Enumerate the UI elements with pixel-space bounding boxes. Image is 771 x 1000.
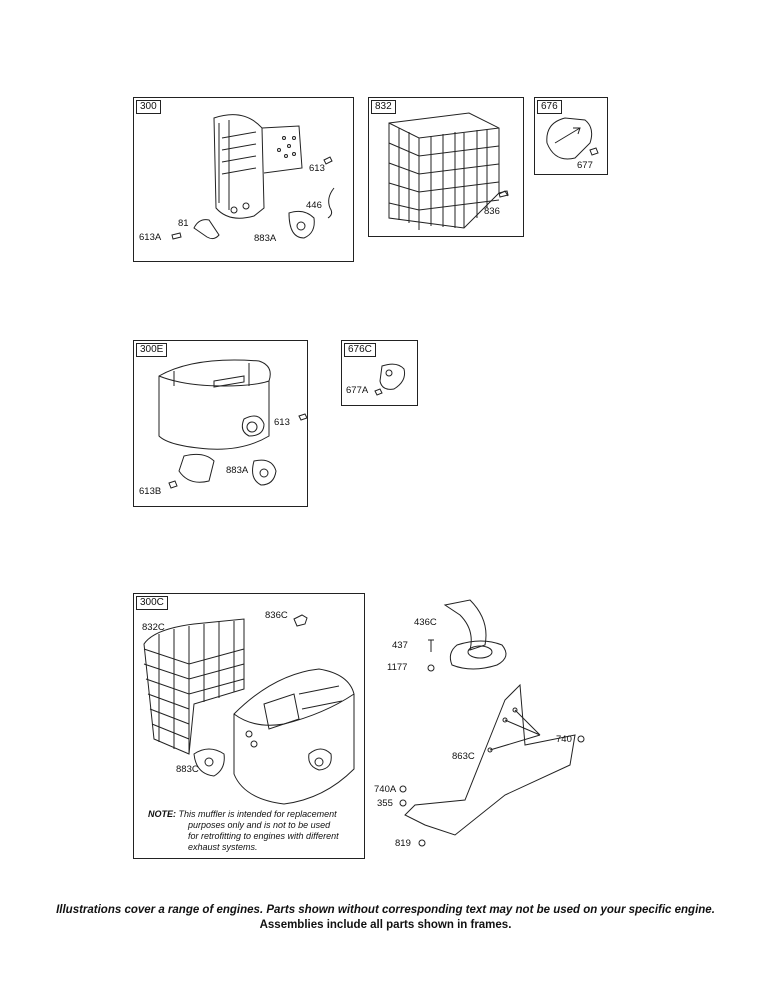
loose-parts-drawing (399, 599, 585, 847)
part-label-863C: 863C (452, 751, 475, 762)
frame-300: 300 613 446 81 613A 883A (133, 97, 354, 262)
part-label-883A: 883A (226, 465, 249, 476)
footer-disclaimer: Illustrations cover a range of engines. … (56, 904, 715, 916)
part-label-836: 836 (484, 206, 500, 217)
spark-arrester-676C-drawing (374, 363, 405, 396)
note-line-2: purposes only and is not to be used (188, 820, 331, 830)
note-line-3: for retrofitting to engines with differe… (188, 831, 339, 841)
part-label-436C: 436C (414, 617, 437, 628)
frame-300C: 300C 836C 832C 883C NOTE: This muffler i… (133, 593, 365, 859)
frame-label: 300E (136, 343, 168, 357)
frame-label: 832 (371, 100, 396, 114)
frame-676C: 676C 677A (341, 340, 418, 406)
part-label-740: 740 (556, 734, 572, 745)
footer-assemblies-note: Assemblies include all parts shown in fr… (259, 919, 512, 931)
part-label-613: 613 (274, 417, 290, 428)
frame-label: 300C (136, 596, 168, 610)
frame-label: 676C (344, 343, 376, 357)
part-label-613A: 613A (139, 232, 162, 243)
part-label-613: 613 (309, 163, 325, 174)
note-label: NOTE: (148, 809, 176, 819)
part-label-677A: 677A (346, 385, 369, 396)
part-label-883C: 883C (176, 764, 199, 775)
part-label-677: 677 (577, 160, 593, 171)
part-label-437: 437 (392, 640, 408, 651)
part-label-613B: 613B (139, 486, 162, 497)
part-label-1177: 1177 (387, 662, 408, 673)
muffler-300C-drawing (143, 614, 355, 805)
part-label-446: 446 (306, 200, 322, 211)
part-label-740A: 740A (374, 784, 397, 795)
spark-arrester-drawing (546, 117, 599, 160)
part-label-836C: 836C (265, 610, 288, 621)
frame-676: 676 677 (534, 97, 608, 175)
part-label-832C: 832C (142, 622, 165, 633)
muffler-note: NOTE: This muffler is intended for repla… (148, 809, 360, 853)
muffler-300E-drawing (158, 359, 308, 489)
part-label-819: 819 (395, 838, 411, 849)
frame-label: 676 (537, 100, 562, 114)
muffler-300-drawing (171, 114, 335, 240)
heat-shield-cage-drawing (388, 112, 509, 230)
frame-832: 832 836 (368, 97, 524, 237)
part-label-883A: 883A (254, 233, 277, 244)
note-line-4: exhaust systems. (188, 842, 258, 852)
part-label-81: 81 (178, 218, 189, 229)
frame-300E: 300E 613 883A 613B (133, 340, 308, 507)
part-label-355: 355 (377, 798, 393, 809)
frame-label: 300 (136, 100, 161, 114)
note-line-1: This muffler is intended for replacement (178, 809, 337, 819)
